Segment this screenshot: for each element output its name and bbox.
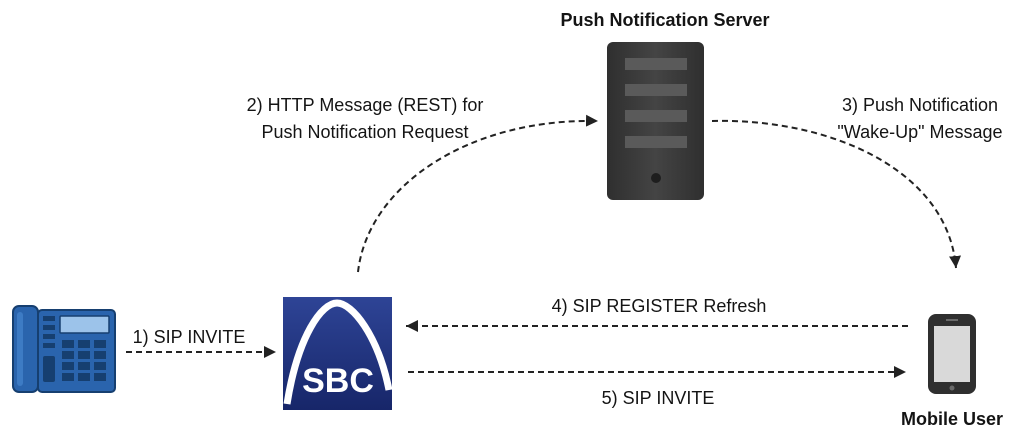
server-icon <box>607 42 704 200</box>
step1-label: 1) SIP INVITE <box>132 327 246 347</box>
step5-label: 5) SIP INVITE <box>601 388 715 408</box>
step4-label: 4) SIP REGISTER Refresh <box>551 296 767 316</box>
step3-label: 3) Push Notification "Wake-Up" Message <box>830 92 1010 146</box>
desk-phone-icon <box>12 305 116 393</box>
step2-label: 2) HTTP Message (REST) for Push Notifica… <box>230 92 500 146</box>
mobile-phone-icon <box>928 314 976 394</box>
step3-line1: 3) Push Notification <box>841 95 999 115</box>
server-title: Push Notification Server <box>560 10 770 30</box>
step2-line1: 2) HTTP Message (REST) for <box>246 95 484 115</box>
step2-line2: Push Notification Request <box>261 122 469 142</box>
arrow-server-to-mobile <box>711 119 961 269</box>
mobile-user-label: Mobile User <box>900 409 1004 429</box>
sbc-logo-text: SBC <box>302 362 374 400</box>
sbc-logo-icon: SBC <box>283 297 393 410</box>
arrow-sbc-to-server <box>357 114 599 273</box>
step3-line2: "Wake-Up" Message <box>837 122 1003 142</box>
